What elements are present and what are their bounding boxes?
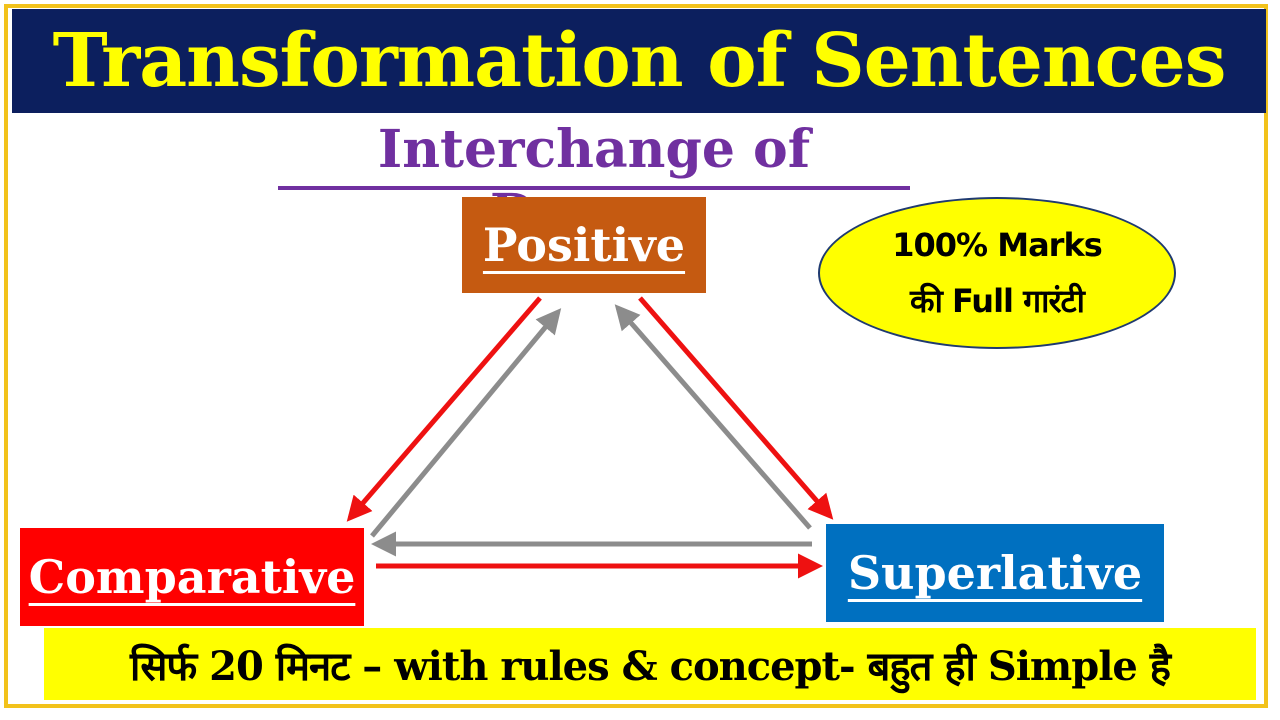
badge-line-1: 100% Marks bbox=[892, 226, 1103, 264]
positive-label: Positive bbox=[482, 218, 686, 272]
footer-banner: सिर्फ 20 मिनट – with rules & concept- बह… bbox=[44, 628, 1256, 700]
comparative-label: Comparative bbox=[28, 550, 356, 604]
superlative-label: Superlative bbox=[847, 546, 1143, 600]
arrow-positive-to-superlative bbox=[638, 296, 834, 520]
title-banner: Transformation of Sentences bbox=[12, 9, 1266, 113]
positive-box: Positive bbox=[462, 197, 706, 293]
page-border bbox=[4, 4, 1268, 708]
arrow-positive-to-comparative bbox=[346, 296, 542, 522]
superlative-box: Superlative bbox=[826, 524, 1164, 622]
marks-badge: 100% Marks की Full गारंटी bbox=[818, 197, 1176, 349]
footer-text: सिर्फ 20 मिनट – with rules & concept- बह… bbox=[129, 642, 1171, 690]
page-title: Transformation of Sentences bbox=[52, 18, 1227, 104]
badge-line-2: की Full गारंटी bbox=[910, 282, 1085, 320]
arrow-comparative-to-positive bbox=[370, 308, 562, 538]
comparative-box: Comparative bbox=[20, 528, 364, 626]
arrow-superlative-to-positive bbox=[614, 304, 812, 530]
